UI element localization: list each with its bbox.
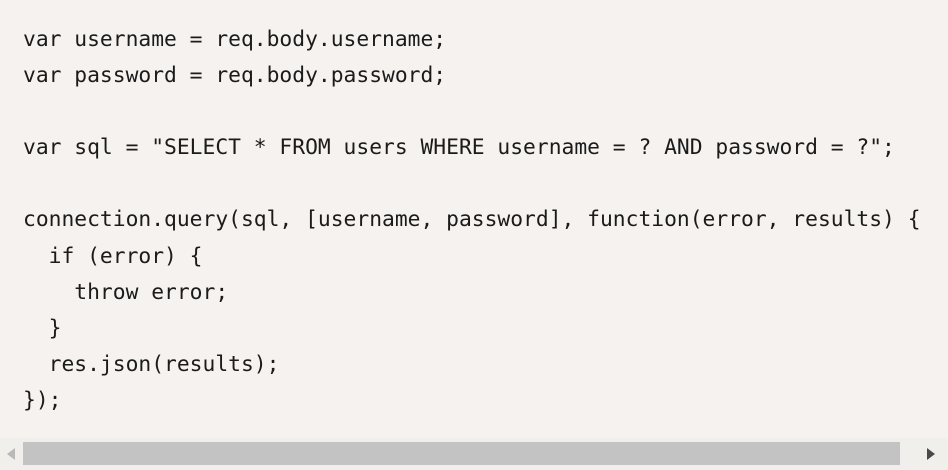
code-line: }); bbox=[23, 387, 62, 413]
code-line: res.json(results); bbox=[23, 351, 280, 377]
horizontal-scrollbar[interactable] bbox=[0, 438, 948, 470]
code-line: var password = req.body.password; bbox=[23, 63, 447, 89]
code-line-blank bbox=[23, 94, 921, 130]
code-line: if (error) { bbox=[23, 243, 203, 269]
triangle-right-icon bbox=[927, 447, 936, 460]
code-line: var username = req.body.username; bbox=[23, 27, 447, 52]
scrollbar-thumb[interactable] bbox=[23, 442, 900, 465]
scroll-left-button[interactable] bbox=[0, 442, 23, 465]
code-line-blank bbox=[23, 166, 921, 202]
scroll-right-button[interactable] bbox=[920, 442, 943, 465]
code-line: } bbox=[23, 315, 62, 341]
triangle-left-icon bbox=[7, 447, 16, 460]
code-viewport[interactable]: var username = req.body.username; var pas… bbox=[0, 0, 948, 438]
code-line: throw error; bbox=[23, 279, 229, 305]
code-line: var sql = "SELECT * FROM users WHERE use… bbox=[23, 135, 895, 161]
code-line: connection.query(sql, [username, passwor… bbox=[23, 207, 921, 233]
code-block[interactable]: var username = req.body.username; var pas… bbox=[23, 22, 921, 419]
scrollbar-filler bbox=[0, 465, 948, 470]
